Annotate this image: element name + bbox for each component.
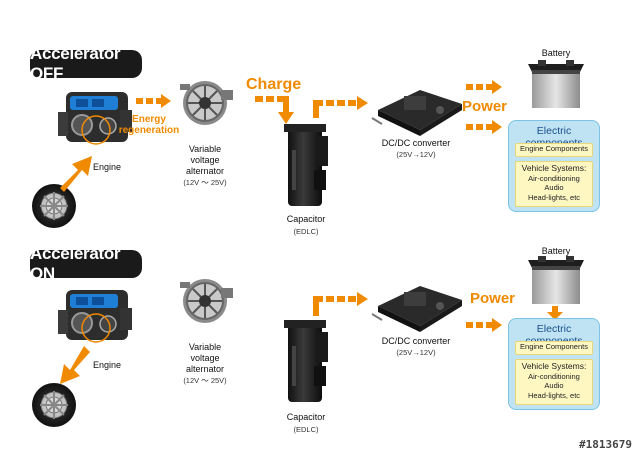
- watermark-id: #1813679: [579, 438, 632, 451]
- arrow-icon: [60, 156, 92, 192]
- alternator-label: Variable voltage alternator: [185, 144, 225, 176]
- wheel-icon: [32, 383, 76, 427]
- engine-label: Engine: [92, 162, 122, 172]
- battery-icon: [528, 256, 584, 304]
- vehicle-systems-item: Head-lights, etc: [527, 390, 581, 400]
- capacitor-icon: [284, 124, 328, 206]
- arrow-icon: [313, 96, 368, 118]
- arrow-icon: [547, 306, 563, 320]
- arrow-icon: [136, 94, 171, 108]
- power-label: Power: [470, 290, 516, 307]
- alternator-range: (12V ～ 25V): [183, 376, 227, 385]
- mode-label-off: Accelerator OFF: [30, 44, 142, 83]
- arrow-icon: [466, 318, 502, 332]
- capacitor-type: (EDLC): [293, 425, 319, 434]
- arrow-icon: [255, 96, 294, 124]
- charge-label: Charge: [246, 76, 302, 93]
- capacitor-type: (EDLC): [293, 227, 319, 236]
- converter-range: (25V→12V): [396, 348, 436, 357]
- engine-components-label: Engine Components: [515, 341, 593, 355]
- capacitor-label: Capacitor: [286, 412, 326, 422]
- dcdc-converter-icon: [371, 90, 462, 136]
- battery-label: Battery: [541, 246, 571, 256]
- arrow-icon: [466, 80, 502, 134]
- engine-label: Engine: [92, 360, 122, 370]
- wheel-icon: [32, 184, 76, 228]
- vehicle-systems-item: Air-conditioning: [528, 173, 580, 183]
- power-label: Power: [462, 98, 508, 115]
- capacitor-icon: [284, 320, 328, 402]
- vehicle-systems-item: Head-lights, etc: [527, 192, 581, 202]
- vehicle-systems-item: Audio: [544, 381, 564, 390]
- vehicle-systems-item: Audio: [544, 183, 564, 192]
- capacitor-label: Capacitor: [286, 214, 326, 224]
- alternator-label: Variable voltage alternator: [185, 342, 225, 374]
- dcdc-converter-icon: [371, 286, 462, 332]
- converter-range: (25V→12V): [396, 150, 436, 159]
- alternator-icon: [180, 81, 233, 125]
- electric-components-box: Electric components Engine Components Ve…: [508, 120, 600, 212]
- converter-label: DC/DC converter: [381, 138, 451, 148]
- converter-label: DC/DC converter: [381, 336, 451, 346]
- battery-icon: [528, 60, 584, 108]
- vehicle-systems-title: Vehicle Systems:: [521, 163, 587, 173]
- electric-components-box: Electric components Engine Components Ve…: [508, 318, 600, 410]
- arrow-icon: [313, 292, 368, 316]
- engine-icon: [58, 92, 132, 145]
- vehicle-systems-box: Vehicle Systems: Air-conditioning Audio …: [515, 359, 593, 405]
- engine-components-label: Engine Components: [515, 143, 593, 157]
- alternator-icon: [180, 279, 233, 323]
- arrow-icon: [60, 346, 90, 384]
- energy-regeneration-label: Energy regeneration: [118, 114, 180, 136]
- vehicle-systems-box: Vehicle Systems: Air-conditioning Audio …: [515, 161, 593, 207]
- battery-label: Battery: [541, 48, 571, 58]
- engine-icon: [58, 290, 132, 343]
- vehicle-systems-title: Vehicle Systems:: [521, 361, 587, 371]
- vehicle-systems-item: Air-conditioning: [528, 371, 580, 381]
- alternator-range: (12V ～ 25V): [183, 178, 227, 187]
- mode-label-on: Accelerator ON: [30, 244, 142, 283]
